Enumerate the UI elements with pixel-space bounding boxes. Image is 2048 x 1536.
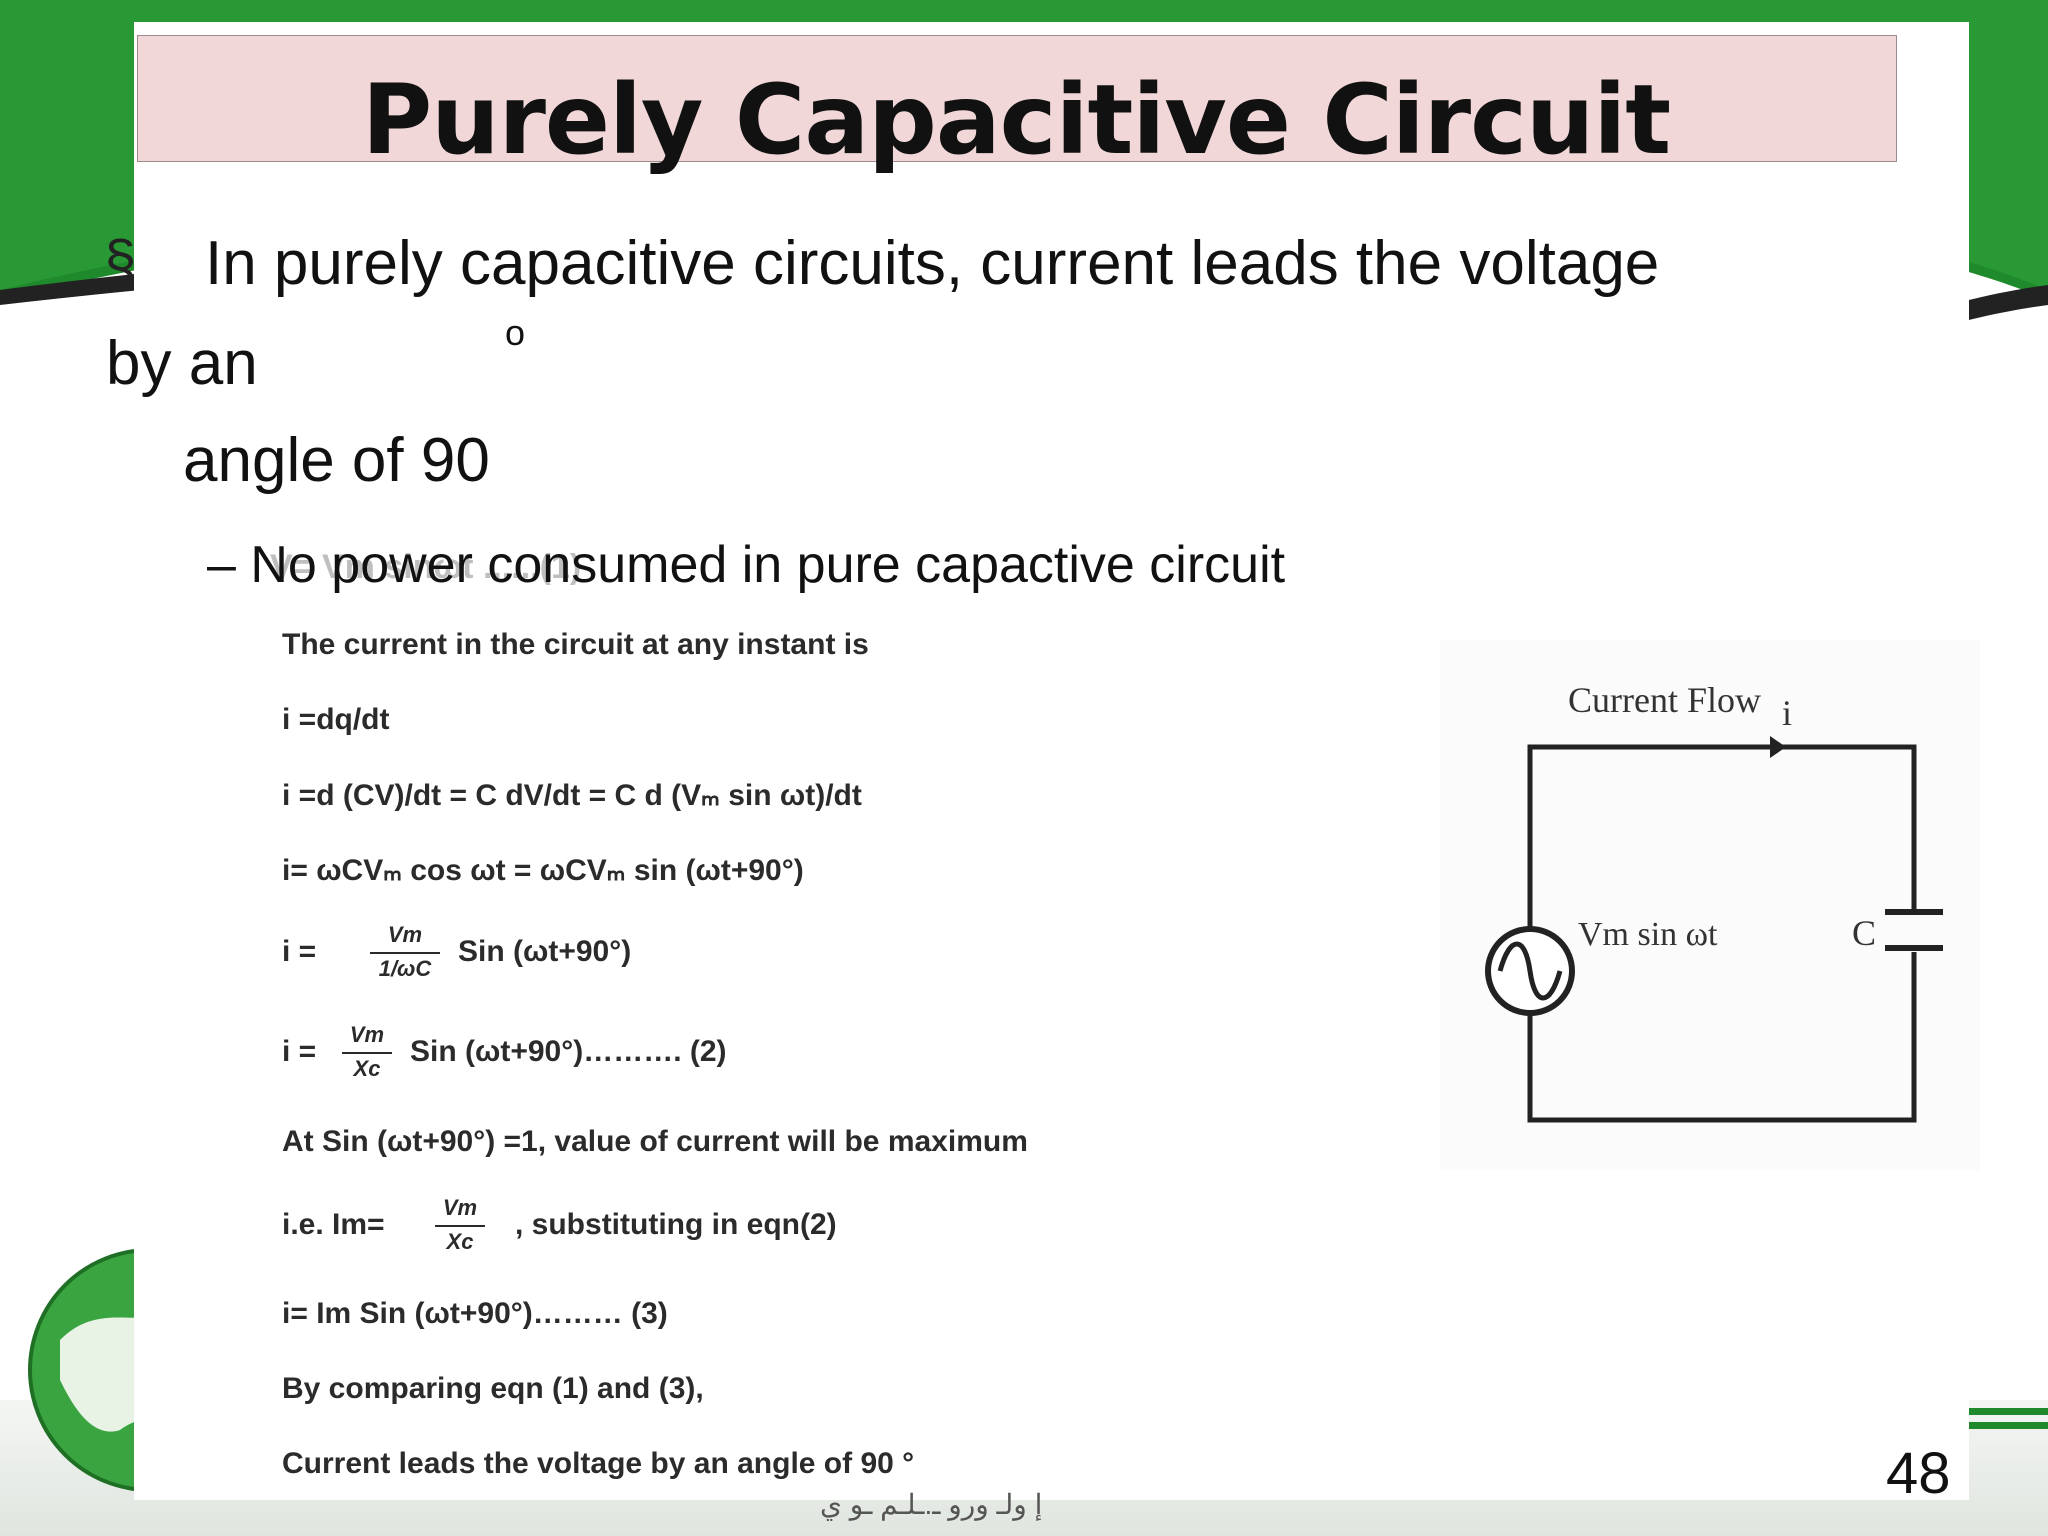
- degree-mark: o: [505, 312, 526, 353]
- equation-block: The current in the circuit at any instan…: [270, 620, 1270, 1500]
- equation-line: i =: [282, 1035, 317, 1068]
- page-number: 48: [1886, 1441, 1951, 1506]
- faded-equation: V= Vm sinωt ......(1): [270, 548, 582, 586]
- fraction-denominator: 1/ωC: [378, 956, 432, 981]
- footer-text: إ ولـ ورو ـ.ـلـم ـو ي: [820, 1489, 1043, 1520]
- equation-line: Sin (ωt+90°)………. (2): [410, 1035, 727, 1068]
- current-label: Current Flow: [1568, 680, 1761, 720]
- fraction-numerator: Vm: [442, 1195, 478, 1220]
- fraction-numerator: Vm: [349, 1022, 385, 1047]
- slide-title: Purely Capacitive Circuit: [361, 64, 1671, 176]
- bullet-symbol: §: [104, 229, 137, 294]
- stripes-decoration: [1958, 1408, 2048, 1429]
- equation-line: Current leads the voltage by an angle of…: [282, 1447, 915, 1480]
- fraction-bar: [342, 1052, 392, 1054]
- source-label: Vm sin ωt: [1578, 916, 1718, 953]
- sub-bullet: – No power consumed in pure capactive ci…: [207, 536, 1286, 594]
- title-box: [137, 35, 1897, 162]
- equation-line: By comparing eqn (1) and (3),: [282, 1372, 704, 1405]
- bottom-wire: [1527, 952, 1917, 1123]
- fraction-bar: [370, 952, 440, 954]
- equation-line: i =: [282, 935, 317, 968]
- equation-line: i.e. Im=: [282, 1208, 385, 1241]
- equation-line: i =dq/dt: [282, 703, 390, 736]
- fraction-numerator: Vm: [387, 922, 423, 947]
- bullet-line-3: angle of 90: [183, 426, 490, 495]
- equation-line: i= ωCVₘ cos ωt = ωCVₘ sin (ωt+90°): [282, 854, 804, 887]
- bullet-line-2: by an: [106, 329, 258, 398]
- equation-line: , substituting in eqn(2): [515, 1208, 837, 1241]
- equation-line: i= Im Sin (ωt+90°)……… (3): [282, 1297, 668, 1330]
- equation-line: The current in the circuit at any instan…: [282, 628, 869, 661]
- equation-line: Sin (ωt+90°): [458, 935, 632, 968]
- capacitor-label: C: [1852, 913, 1876, 953]
- current-symbol: i: [1782, 693, 1792, 733]
- circuit-diagram: Current Flow i Vm sin ωt C: [1440, 640, 1980, 1170]
- fraction-bar: [435, 1225, 485, 1227]
- fraction-denominator: Xc: [353, 1056, 381, 1081]
- bullet-line-1: In purely capacitive circuits, current l…: [205, 229, 1660, 298]
- equation-line: i =d (CV)/dt = C dV/dt = C d (Vₘ sin ωt)…: [282, 779, 862, 812]
- fraction-denominator: Xc: [446, 1229, 474, 1254]
- equation-line: At Sin (ωt+90°) =1, value of current wil…: [282, 1125, 1028, 1158]
- current-arrow-icon: [1770, 736, 1786, 758]
- top-wire: [1527, 744, 1917, 930]
